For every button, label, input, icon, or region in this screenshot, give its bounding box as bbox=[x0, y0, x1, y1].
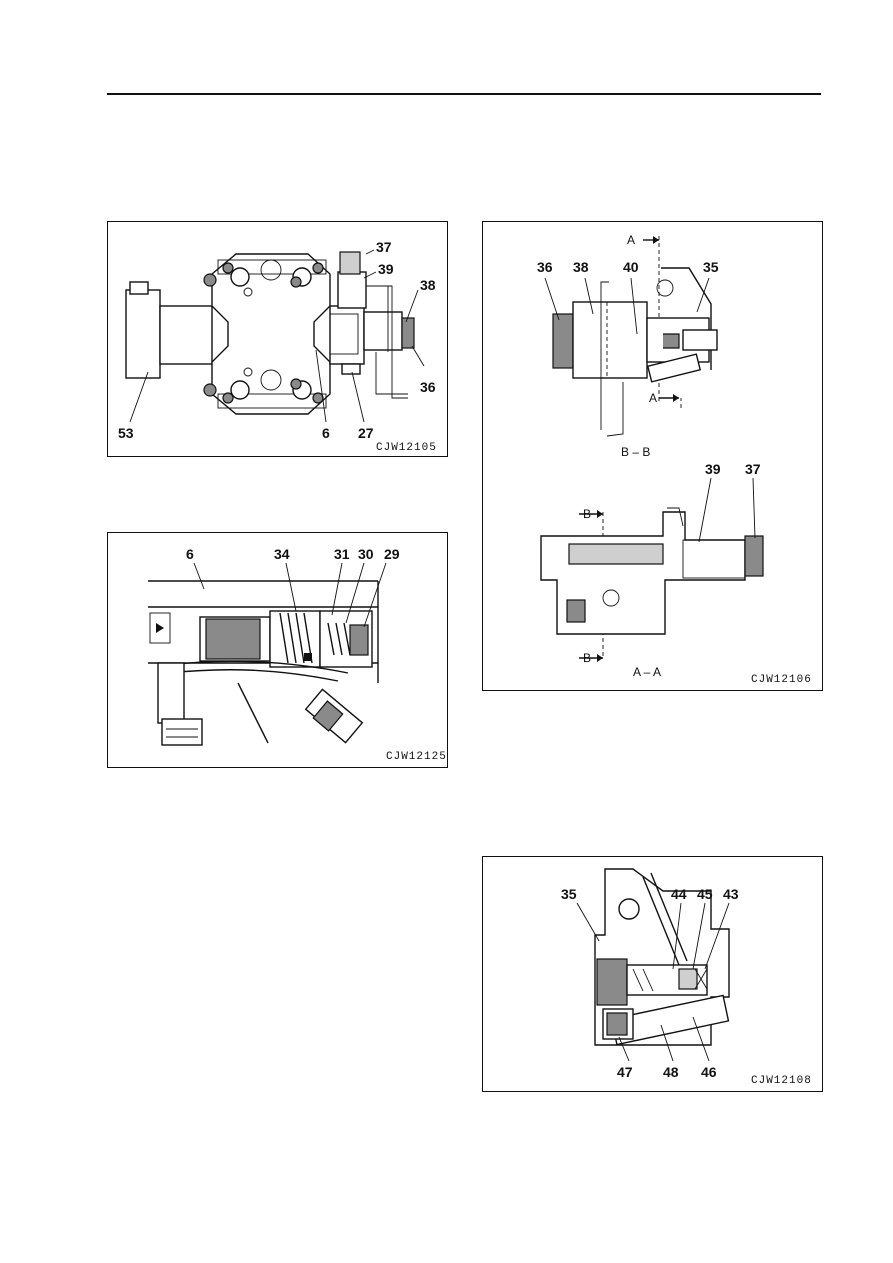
callout-45: 45 bbox=[697, 886, 713, 902]
callout-46: 46 bbox=[701, 1064, 717, 1080]
figure-valve-top-view: 37 39 38 36 53 6 27 CJW12105 bbox=[107, 221, 448, 457]
callout-6: 6 bbox=[322, 425, 330, 441]
callout-29: 29 bbox=[384, 546, 400, 562]
section-title-aa: A – A bbox=[633, 665, 661, 679]
callout-36: 36 bbox=[537, 259, 553, 275]
callout-37: 37 bbox=[745, 461, 761, 477]
callout-6: 6 bbox=[186, 546, 194, 562]
callout-44: 44 bbox=[671, 886, 687, 902]
callout-47: 47 bbox=[617, 1064, 633, 1080]
callout-31: 31 bbox=[334, 546, 350, 562]
callout-38: 38 bbox=[420, 277, 436, 293]
figure-code: CJW12125 bbox=[386, 751, 447, 763]
figure-code: CJW12105 bbox=[376, 442, 437, 454]
section-title-bb: B – B bbox=[621, 445, 650, 459]
figure-spring-section: 6 34 31 30 29 CJW12125 bbox=[107, 532, 448, 768]
callout-38: 38 bbox=[573, 259, 589, 275]
callout-39: 39 bbox=[378, 261, 394, 277]
figure-detail-35: 35 44 45 43 47 48 46 CJW12108 bbox=[482, 856, 823, 1092]
callout-37: 37 bbox=[376, 239, 392, 255]
callout-53: 53 bbox=[118, 425, 134, 441]
figure-code: CJW12108 bbox=[751, 1075, 812, 1087]
figure-code: CJW12106 bbox=[751, 674, 812, 686]
callout-35: 35 bbox=[561, 886, 577, 902]
section-mark-b-top: B bbox=[583, 507, 591, 521]
figure-solenoid-sections: 36 38 40 35 39 37 A A B B B – B A – A CJ… bbox=[482, 221, 823, 691]
section-mark-a-top: A bbox=[627, 233, 635, 247]
callout-36: 36 bbox=[420, 379, 436, 395]
callout-48: 48 bbox=[663, 1064, 679, 1080]
callout-35: 35 bbox=[703, 259, 719, 275]
callout-43: 43 bbox=[723, 886, 739, 902]
callout-34: 34 bbox=[274, 546, 290, 562]
callout-30: 30 bbox=[358, 546, 374, 562]
section-mark-b-bottom: B bbox=[583, 651, 591, 665]
section-mark-a-bottom: A bbox=[649, 391, 657, 405]
header-rule bbox=[107, 93, 821, 95]
callout-40: 40 bbox=[623, 259, 639, 275]
callout-27: 27 bbox=[358, 425, 374, 441]
callout-39: 39 bbox=[705, 461, 721, 477]
